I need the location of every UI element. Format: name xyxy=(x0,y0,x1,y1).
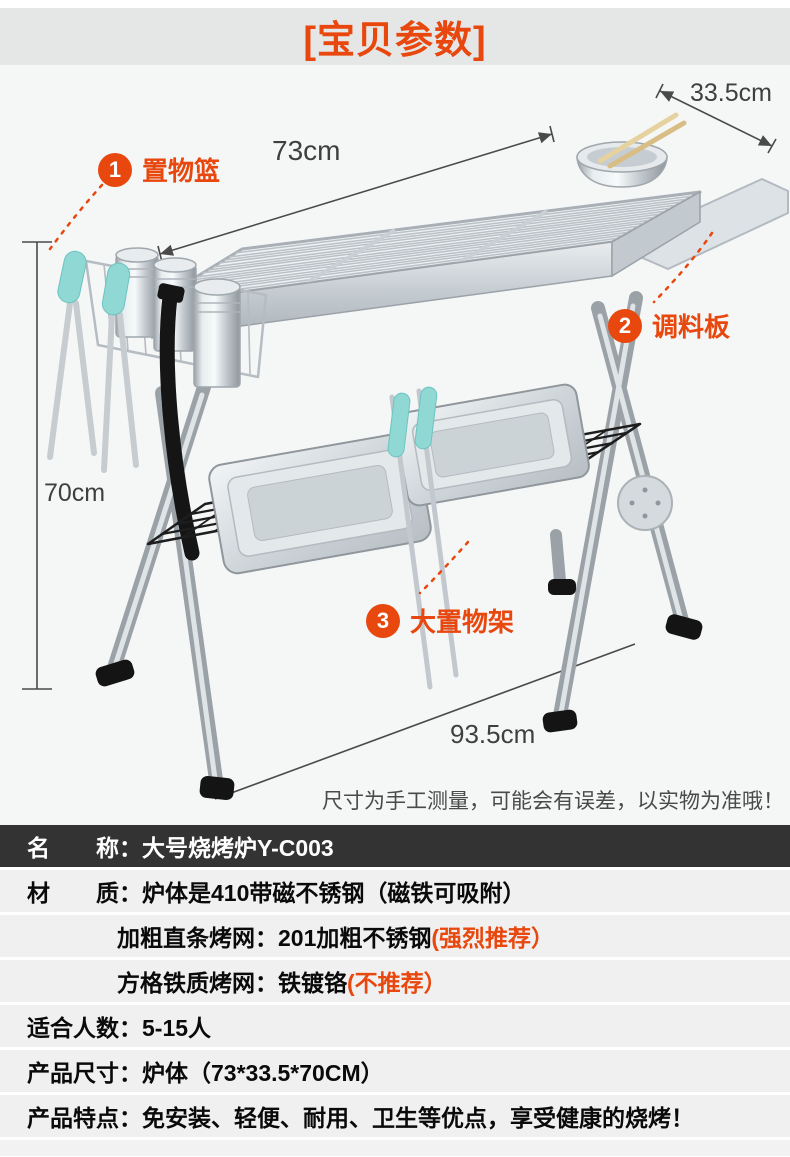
spec-label: 适合人数： xyxy=(27,1015,142,1041)
dimension-top-width: 73cm xyxy=(272,135,341,166)
spec-value: 免安装、轻便、耐用、卫生等优点，享受健康的烧烤！ xyxy=(142,1105,694,1131)
steel-tray xyxy=(208,431,432,575)
page-title: [宝贝参数] xyxy=(303,20,487,62)
spec-label: 产品特点： xyxy=(27,1105,142,1131)
spec-label: 名 称： xyxy=(27,835,142,861)
bbq-tongs xyxy=(47,250,139,473)
bottom-filler xyxy=(0,1140,790,1156)
grill-illustration xyxy=(22,83,789,801)
product-diagram: 73cm 33.5cm 70cm 93.5cm 1 置物篮 2 调料板 3 大置… xyxy=(0,65,790,825)
spec-value: 炉体（73*33.5*70CM） xyxy=(142,1060,384,1086)
spec-row-straight-grate: 加粗直条烤网：201加粗不锈钢(强烈推荐） xyxy=(0,915,790,957)
callout-storage-rack: 3 大置物架 xyxy=(366,602,514,639)
chopsticks-icon xyxy=(597,112,687,169)
spec-label: 加粗直条烤网： xyxy=(117,925,278,951)
spec-row-material: 材 质：炉体是410带磁不锈钢（磁铁可吸附） xyxy=(0,870,790,912)
title-band: [宝贝参数] xyxy=(0,8,790,65)
callout-label: 置物篮 xyxy=(142,156,221,186)
steel-tray xyxy=(394,383,590,507)
callout-number-badge: 2 xyxy=(608,308,642,343)
spec-highlight: (不推荐） xyxy=(347,970,447,996)
spec-value: 炉体是410带磁不锈钢（磁铁可吸附） xyxy=(142,880,526,906)
dimension-depth: 33.5cm xyxy=(690,79,772,107)
folding-legs xyxy=(106,291,691,794)
dimension-base-width: 93.5cm xyxy=(450,719,536,749)
hinge-plate xyxy=(617,475,673,531)
dimension-height: 70cm xyxy=(44,479,106,507)
spec-row-size: 产品尺寸：炉体（73*33.5*70CM） xyxy=(0,1050,790,1092)
spec-value: 铁镀铬 xyxy=(278,970,347,996)
spec-row-features: 产品特点：免安装、轻便、耐用、卫生等优点，享受健康的烧烤！ xyxy=(0,1095,790,1137)
spec-value: 201加粗不锈钢 xyxy=(278,925,432,951)
spec-highlight: (强烈推荐） xyxy=(431,925,555,951)
measurement-note: 尺寸为手工测量，可能会有误差，以实物为准哦！ xyxy=(322,790,784,813)
leg-feet xyxy=(95,579,703,801)
skewer-set xyxy=(387,386,459,690)
spec-label: 材 质： xyxy=(27,880,142,906)
spec-table: 名 称：大号烧烤炉Y-C003 材 质：炉体是410带磁不锈钢（磁铁可吸附） 加… xyxy=(0,825,790,1156)
callout-label: 调料板 xyxy=(652,312,731,342)
spec-value: 5-15人 xyxy=(142,1015,212,1041)
spec-label: 方格铁质烤网： xyxy=(117,970,278,996)
callout-number-badge: 1 xyxy=(98,152,132,187)
spec-label: 产品尺寸： xyxy=(27,1060,142,1086)
soup-pot xyxy=(576,112,687,188)
spec-row-capacity: 适合人数：5-15人 xyxy=(0,1005,790,1047)
callout-label: 大置物架 xyxy=(410,607,515,637)
spec-row-name: 名 称：大号烧烤炉Y-C003 xyxy=(0,825,790,867)
spec-row-square-grate: 方格铁质烤网：铁镀铬(不推荐） xyxy=(0,960,790,1002)
callout-seasoning-board: 2 调料板 xyxy=(608,307,730,344)
callout-number-badge: 3 xyxy=(366,603,400,638)
callout-storage-basket: 1 置物篮 xyxy=(98,151,220,188)
spec-value: 大号烧烤炉Y-C003 xyxy=(142,835,334,861)
callout-leader-lines xyxy=(48,183,714,595)
